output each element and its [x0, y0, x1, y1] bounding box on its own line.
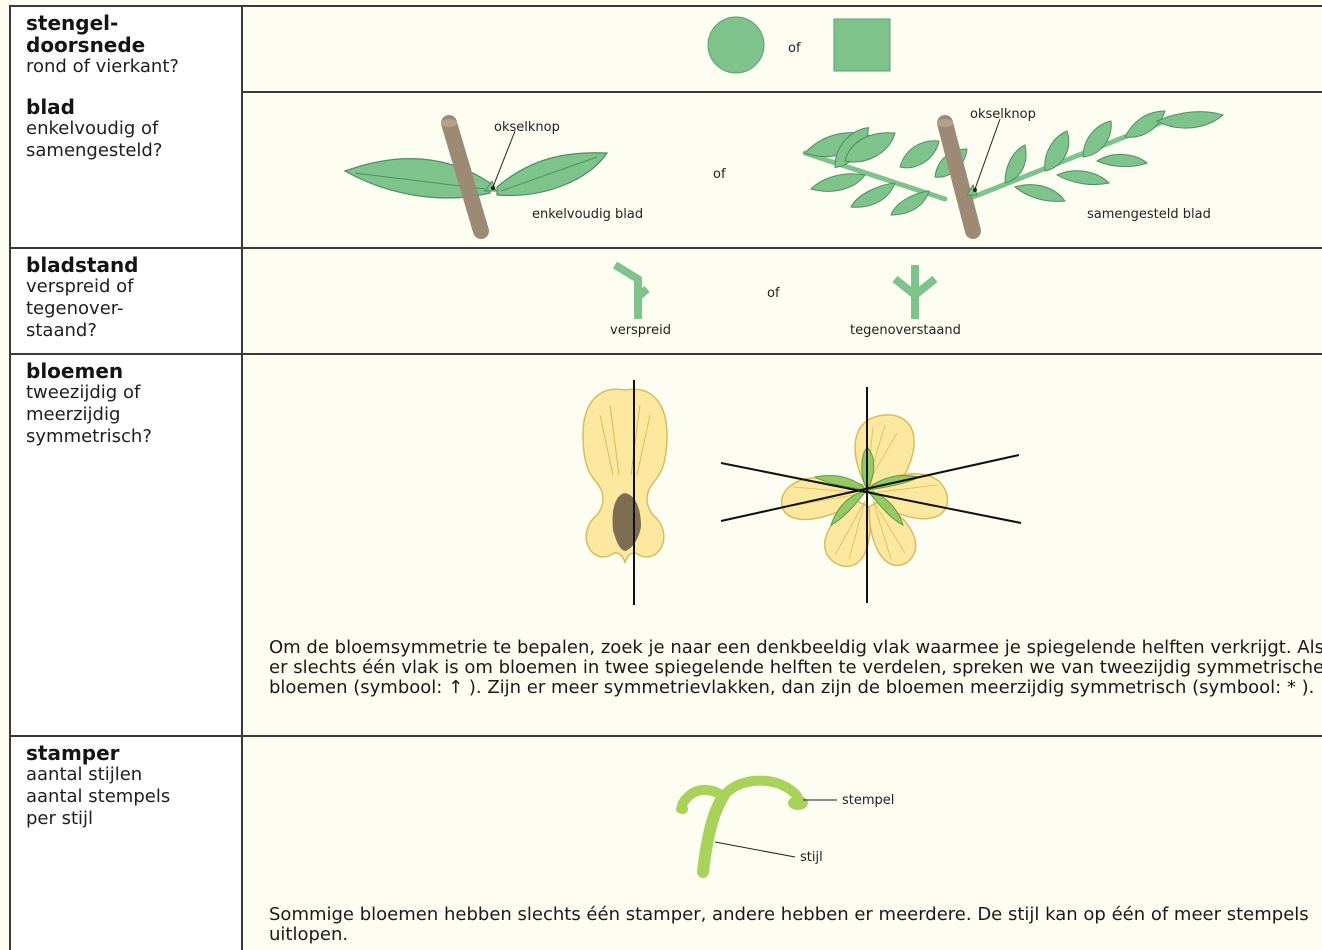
row-question: aantal stijlen aantal stempels per stijl: [26, 764, 241, 830]
row-title: stamper: [26, 742, 241, 764]
of-label: of: [767, 286, 780, 301]
square-stem-shape: [834, 19, 890, 71]
pistil-diagram: stempel stijl: [245, 737, 1322, 887]
pistil-paragraph: Sommige bloemen hebben slechts één stamp…: [269, 905, 1322, 945]
row-illustration: okselknop enkelvoudig blad of: [245, 91, 1322, 247]
row-illustration: stempel stijl Sommige bloemen hebben sle…: [245, 737, 1322, 950]
row-title: blad: [26, 96, 241, 118]
row-label: bloemen tweezijdig of meerzijdig symmetr…: [9, 355, 243, 735]
stem-icon: [945, 123, 973, 231]
row-illustration: Om de bloemsymmetrie te bepalen, zoek je…: [245, 355, 1322, 735]
row-blad: blad enkelvoudig of samengesteld? okselk…: [9, 91, 1322, 249]
of-label: of: [788, 41, 801, 56]
row-illustration: verspreid of tegenoverstaand: [245, 249, 1322, 353]
of-label: of: [713, 167, 726, 182]
pistil-icon: [676, 781, 808, 872]
verspreid-label: verspreid: [610, 323, 671, 338]
enkelvoudig-blad-label: enkelvoudig blad: [532, 207, 643, 222]
stem-cross-section-diagram: of: [245, 7, 1322, 91]
row-illustration: of: [245, 7, 1322, 91]
okselknop-label: okselknop: [494, 120, 560, 135]
leaf-arrangement-diagram: verspreid of tegenoverstaand: [245, 249, 1322, 353]
stempel-label: stempel: [842, 793, 894, 808]
row-stengeldoorsnede: stengel- doorsnede rond of vierkant? of: [9, 5, 1322, 93]
row-bladstand: bladstand verspreid of tegenover- staand…: [9, 249, 1322, 355]
samengesteld-blad-label: samengesteld blad: [1087, 207, 1211, 222]
flower-symmetry-paragraph: Om de bloemsymmetrie te bepalen, zoek je…: [269, 638, 1322, 698]
row-question: rond of vierkant?: [26, 56, 241, 78]
simple-leaf-illustration: okselknop enkelvoudig blad: [345, 119, 643, 231]
row-title: bladstand: [26, 254, 241, 276]
row-bloemen: bloemen tweezijdig of meerzijdig symmetr…: [9, 355, 1322, 737]
row-question: tweezijdig of meerzijdig symmetrisch?: [26, 382, 241, 448]
row-label: bladstand verspreid of tegenover- staand…: [9, 249, 243, 353]
bilateral-flower-icon: [583, 380, 667, 605]
row-title: bloemen: [26, 360, 241, 382]
row-label: stengel- doorsnede rond of vierkant?: [9, 7, 243, 91]
row-question: enkelvoudig of samengesteld?: [26, 118, 241, 162]
compound-leaf-illustration: okselknop samengesteld blad: [805, 107, 1223, 231]
okselknop-label: okselknop: [970, 107, 1036, 122]
stijl-label: stijl: [800, 850, 823, 865]
row-label: stamper aantal stijlen aantal stempels p…: [9, 737, 243, 950]
radial-flower-icon: [721, 387, 1021, 603]
row-stamper: stamper aantal stijlen aantal stempels p…: [9, 737, 1322, 950]
alternate-arrangement-icon: [615, 265, 647, 319]
row-title: stengel- doorsnede: [26, 12, 241, 56]
tegenoverstaand-label: tegenoverstaand: [850, 323, 961, 338]
round-stem-shape: [708, 17, 764, 73]
opposite-arrangement-icon: [895, 265, 935, 319]
flower-symmetry-diagram: [245, 355, 1322, 615]
row-question: verspreid of tegenover- staand?: [26, 276, 241, 342]
leaf-type-diagram: okselknop enkelvoudig blad of: [245, 91, 1322, 247]
row-label: blad enkelvoudig of samengesteld?: [9, 91, 243, 247]
